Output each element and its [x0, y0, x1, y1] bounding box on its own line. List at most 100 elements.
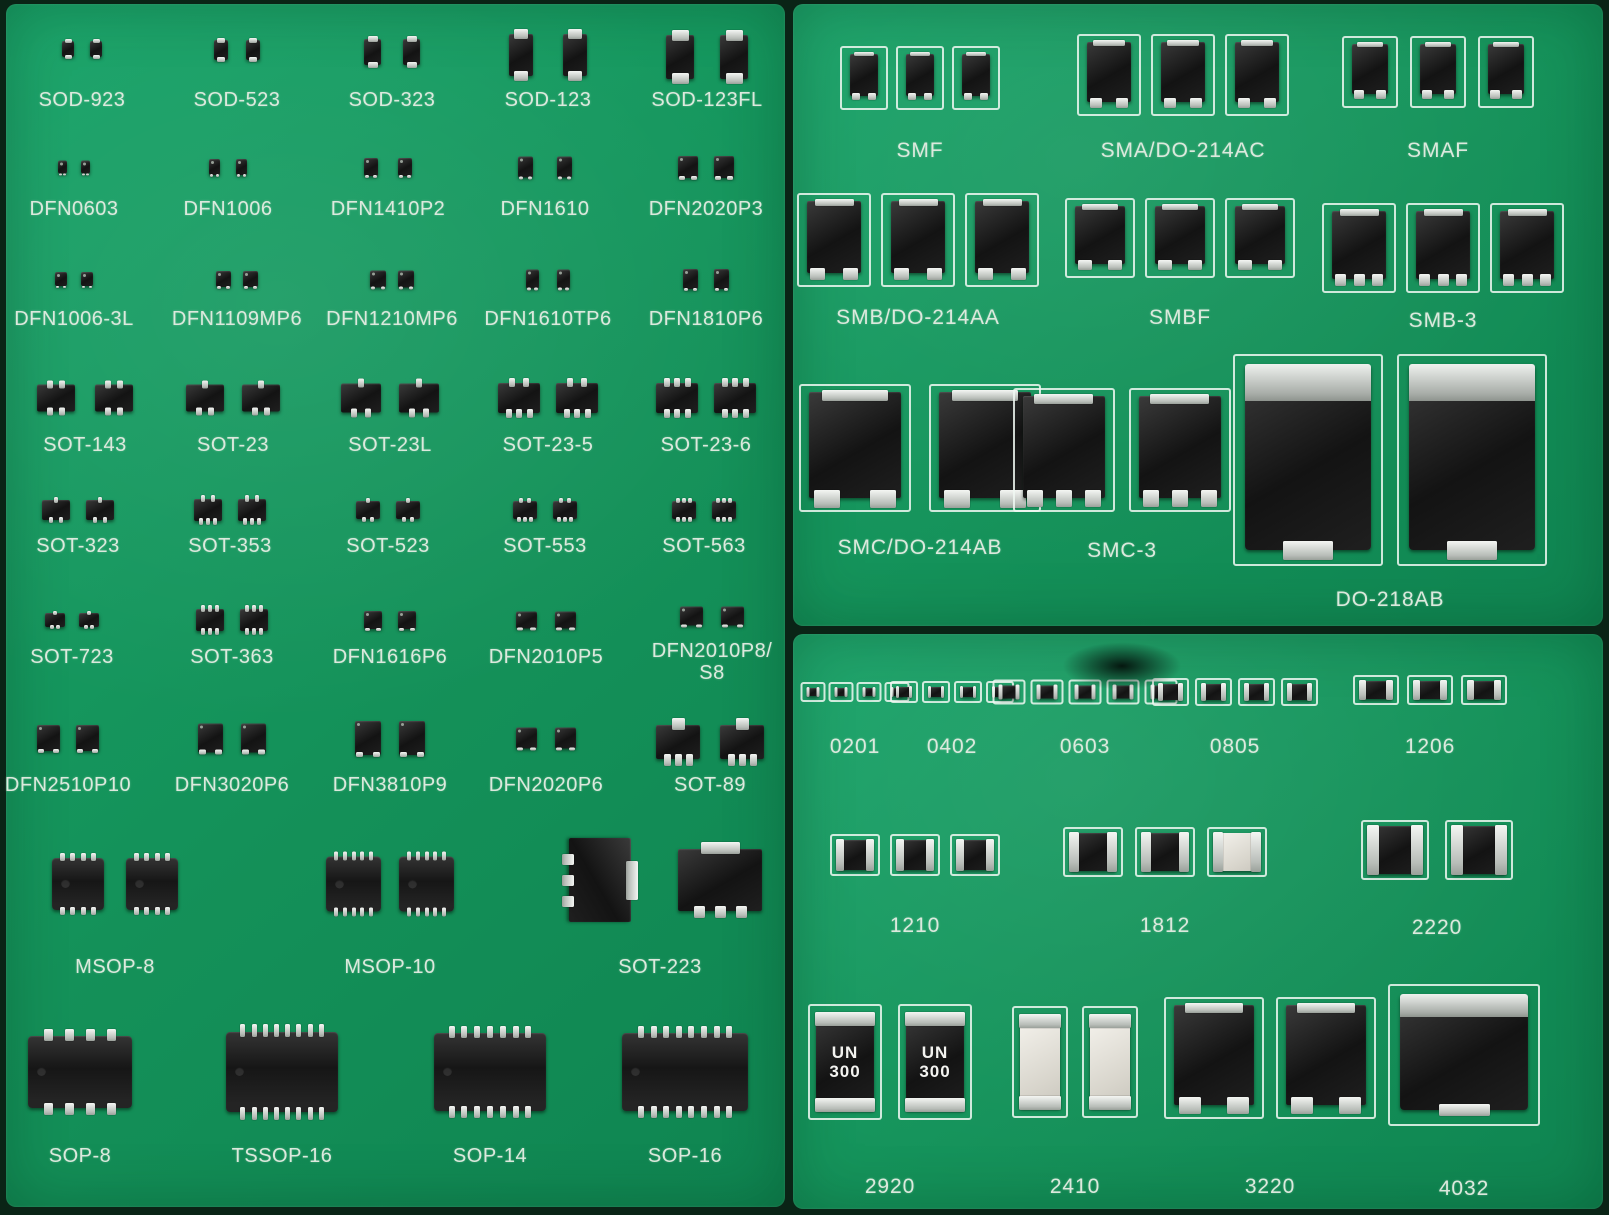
- component-sot: [196, 605, 224, 635]
- lead: [257, 518, 261, 525]
- lead: [664, 409, 670, 418]
- lead: [84, 625, 88, 629]
- lead: [407, 907, 411, 917]
- lead: [243, 174, 246, 177]
- silkscreen-outline: [1238, 678, 1275, 706]
- lead: [651, 1026, 657, 1038]
- lead: [202, 380, 208, 389]
- lead: [1036, 684, 1041, 700]
- lead: [529, 517, 533, 522]
- component-diode: [1075, 204, 1125, 270]
- lead: [407, 36, 417, 42]
- package-samples: [513, 498, 577, 522]
- component-sod: [246, 38, 260, 62]
- lead: [258, 380, 264, 389]
- lead: [487, 1026, 493, 1038]
- lead: [1179, 832, 1189, 872]
- lead: [399, 628, 404, 631]
- lead: [263, 1024, 268, 1037]
- package-samples: [42, 497, 114, 523]
- lead: [556, 747, 562, 751]
- silkscreen-outline: [1445, 820, 1513, 880]
- lead: [519, 498, 523, 503]
- component-dfn: [557, 269, 570, 291]
- component-dfn: [518, 156, 533, 180]
- silkscreen-outline: [1077, 34, 1141, 116]
- lead: [417, 752, 424, 757]
- lead: [65, 39, 72, 43]
- lead: [449, 1026, 455, 1038]
- component-chip: [896, 686, 912, 698]
- lead: [407, 62, 417, 68]
- lead: [406, 498, 410, 503]
- package-samples: [509, 29, 587, 81]
- lead: [165, 907, 170, 915]
- lead: [909, 686, 912, 698]
- lead: [557, 517, 561, 522]
- lead: [1297, 1003, 1355, 1013]
- lead: [651, 1106, 657, 1118]
- component-dfn: [216, 271, 231, 289]
- lead: [701, 1026, 707, 1038]
- component-chip: [1036, 684, 1058, 700]
- lead: [1439, 1104, 1490, 1116]
- lead: [208, 605, 212, 612]
- component-diode: [850, 52, 878, 100]
- component-chip: [1287, 683, 1312, 701]
- lead: [1386, 680, 1393, 700]
- package-label: SOD-123FL: [651, 89, 763, 111]
- lead: [852, 93, 860, 100]
- package-label: DFN1610TP6: [484, 308, 612, 330]
- package-samples: [1388, 984, 1540, 1126]
- package-label: SOP-8: [48, 1145, 112, 1167]
- lead: [258, 749, 265, 755]
- package-samples: [1152, 678, 1318, 706]
- package-label: SMA/DO-214AC: [1100, 139, 1266, 162]
- lead: [585, 409, 591, 418]
- lead: [506, 409, 512, 418]
- silkscreen-outline: [800, 682, 826, 702]
- component-chip: [1367, 825, 1423, 875]
- lead: [1451, 825, 1463, 875]
- lead: [165, 853, 170, 861]
- package-label: SOT-363: [190, 646, 274, 668]
- component-diode: [1352, 42, 1388, 99]
- lead: [107, 1029, 116, 1041]
- package-label: SOT-223: [618, 956, 702, 978]
- package-label: 1210: [889, 914, 941, 937]
- package-label: SOD-523: [193, 89, 281, 111]
- lead: [1444, 90, 1454, 99]
- component-chip: [1069, 832, 1117, 872]
- lead: [407, 851, 411, 861]
- lead: [1015, 684, 1020, 700]
- component-dfn: [355, 721, 381, 757]
- package-label: SOT-523: [346, 535, 430, 557]
- lead: [701, 842, 740, 854]
- lead: [369, 851, 373, 861]
- component-chip: [862, 687, 876, 697]
- lead: [810, 268, 825, 280]
- pin1-mark: [218, 273, 221, 276]
- lead: [208, 407, 214, 416]
- component-diode: [1235, 40, 1279, 108]
- lead: [1069, 832, 1079, 872]
- component-diode: [1416, 209, 1470, 286]
- lead: [509, 378, 515, 387]
- lead: [70, 907, 75, 915]
- lead: [672, 73, 689, 84]
- lead: [216, 174, 219, 177]
- lead: [215, 749, 222, 755]
- component-sod: [90, 39, 102, 59]
- package-label: 1206: [1404, 735, 1456, 758]
- lead: [672, 30, 689, 41]
- package-samples: [683, 269, 729, 291]
- package-label: SOT-353: [188, 535, 272, 557]
- component-diode: [1332, 209, 1386, 286]
- lead: [1201, 490, 1217, 507]
- component-dfn: [76, 725, 99, 753]
- package-label: SOT-723: [30, 646, 114, 668]
- lead: [563, 517, 567, 522]
- lead: [890, 687, 894, 697]
- lead: [249, 38, 257, 43]
- lead: [1419, 274, 1430, 286]
